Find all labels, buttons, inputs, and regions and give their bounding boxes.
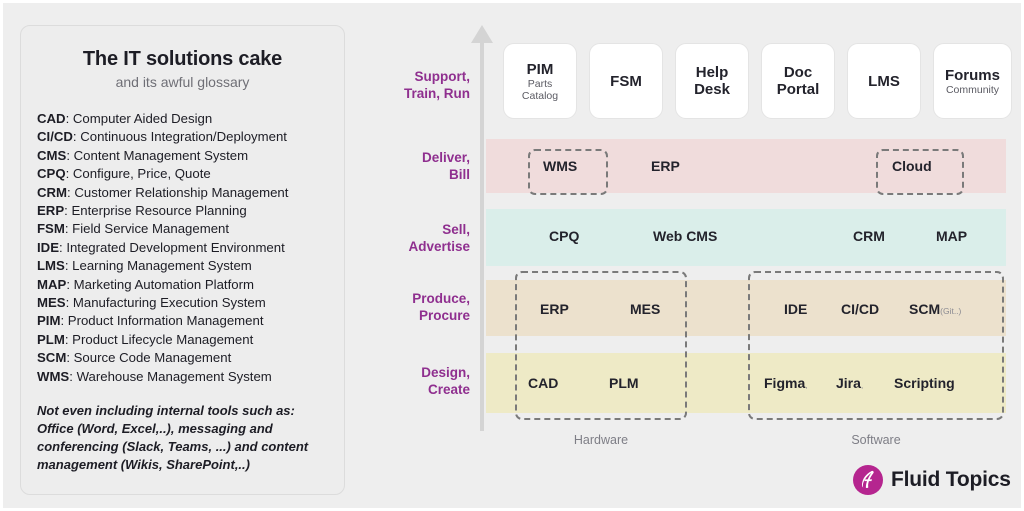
glossary-def: Customer Relationship Management [74, 184, 289, 200]
item-scm: SCM(Git..) [909, 301, 962, 317]
glossary-def: Source Code Management [73, 350, 232, 366]
dashed-box-software [748, 271, 1004, 420]
stage-label-deliver: Deliver, Bill [421, 150, 470, 182]
glossary-note: Not even including internal tools such a… [37, 403, 309, 473]
brand-name: Fluid Topics [891, 468, 1011, 491]
caption-software: Software [851, 433, 901, 447]
item-plm: PLM [609, 375, 639, 391]
item-map: MAP [936, 228, 968, 244]
glossary-subtitle: and its awful glossary [115, 74, 250, 90]
item-scripting: Scripting [894, 375, 955, 391]
item-web-cms: Web CMS [653, 228, 718, 244]
item-wms: WMS [543, 158, 578, 174]
item-cloud: Cloud [892, 158, 932, 174]
glossary-entry: PLM: Product Lifecycle Management [37, 331, 254, 347]
glossary-abbr: MAP [37, 276, 67, 292]
dashed-box-cloud [876, 149, 964, 195]
card-help-desk[interactable]: Help Desk [675, 43, 749, 119]
glossary-list: CAD: Computer Aided Design CI/CD: Contin… [37, 110, 344, 386]
stage-label-design: Design, Create [421, 365, 470, 397]
glossary-def: Configure, Price, Quote [72, 166, 211, 182]
glossary-abbr: PIM [37, 313, 61, 329]
glossary-abbr: WMS [37, 368, 70, 384]
stage-label-produce: Produce, Procure [412, 291, 470, 323]
glossary-def: Product Lifecycle Management [72, 331, 254, 347]
card-lms[interactable]: LMS [847, 43, 921, 119]
glossary-entry: SCM: Source Code Management [37, 350, 232, 366]
glossary-def: Manufacturing Execution System [72, 295, 266, 311]
glossary-entry: CRM: Customer Relationship Management [37, 184, 289, 200]
it-solutions-cake-chart: Support, Train, Run Deliver, Bill Sell, … [358, 13, 1018, 505]
band-design [486, 353, 1006, 413]
item-erp-deliver: ERP [651, 158, 680, 174]
glossary-entry: WMS: Warehouse Management System [37, 368, 272, 384]
card-doc-portal[interactable]: Doc Portal [761, 43, 835, 119]
item-mes: MES [630, 301, 661, 317]
glossary-abbr: SCM [37, 350, 67, 366]
band-produce [486, 280, 1006, 336]
brand-logo: Fluid Topics [853, 465, 1011, 495]
glossary-abbr: CMS [37, 147, 67, 163]
glossary-def: Content Management System [73, 147, 249, 163]
glossary-def: Continuous Integration/Deployment [80, 129, 287, 145]
glossary-abbr: CI/CD [37, 129, 73, 145]
glossary-entry: CI/CD: Continuous Integration/Deployment [37, 129, 287, 145]
card-forums[interactable]: Forums Community [933, 43, 1012, 119]
item-ide: IDE [784, 301, 808, 317]
glossary-def: Marketing Automation Platform [73, 276, 254, 292]
glossary-abbr: ERP [37, 203, 65, 219]
glossary-abbr: FSM [37, 221, 65, 237]
dashed-box-hardware [515, 271, 687, 420]
glossary-entry: MAP: Marketing Automation Platform [37, 276, 254, 292]
glossary-def: Integrated Development Environment [66, 239, 285, 255]
glossary-abbr: LMS [37, 258, 65, 274]
glossary-abbr: CPQ [37, 166, 66, 182]
glossary-def: Computer Aided Design [72, 111, 213, 126]
glossary-abbr: MES [37, 295, 66, 311]
band-deliver [486, 139, 1006, 193]
glossary-def: Learning Management System [72, 258, 252, 274]
glossary-abbr: IDE [37, 239, 59, 255]
item-crm: CRM [853, 228, 885, 244]
glossary-def: Enterprise Resource Planning [71, 203, 247, 219]
stage-label-support: Support, Train, Run [403, 69, 470, 101]
caption-hardware: Hardware [573, 433, 629, 447]
glossary-entry: IDE: Integrated Development Environment [37, 239, 285, 255]
glossary-entry: CAD: Computer Aided Design [37, 111, 213, 126]
glossary-entry: LMS: Learning Management System [37, 258, 252, 274]
glossary-entry: CMS: Content Management System [37, 147, 249, 163]
item-erp-produce: ERP [540, 301, 569, 317]
glossary-title: The IT solutions cake [82, 48, 283, 70]
item-figma: Figma, [764, 375, 808, 391]
glossary-entry: FSM: Field Service Management [37, 221, 230, 237]
card-fsm[interactable]: FSM [589, 43, 663, 119]
glossary-abbr: CAD [37, 111, 66, 126]
item-cpq: CPQ [549, 228, 580, 244]
fluid-topics-logo-icon [853, 465, 883, 495]
glossary-panel: The IT solutions cake and its awful glos… [20, 25, 345, 495]
glossary-def: Product Information Management [67, 313, 264, 329]
item-cad: CAD [528, 375, 559, 391]
axis-arrow-icon [471, 25, 493, 43]
item-jira: Jira, [836, 375, 864, 391]
item-cicd: CI/CD [841, 301, 880, 317]
glossary-def: Field Service Management [72, 221, 230, 237]
card-pim[interactable]: PIM Parts Catalog [503, 43, 577, 119]
glossary-entry: CPQ: Configure, Price, Quote [37, 166, 211, 182]
glossary-def: Warehouse Management System [76, 368, 272, 384]
axis-line [480, 41, 484, 431]
glossary-entry: MES: Manufacturing Execution System [37, 295, 266, 311]
dashed-box-wms [528, 149, 608, 195]
stage-label-sell: Sell, Advertise [408, 222, 470, 254]
glossary-abbr: CRM [37, 184, 68, 200]
glossary-entry: PIM: Product Information Management [37, 313, 264, 329]
band-sell [486, 209, 1006, 266]
glossary-abbr: PLM [37, 331, 65, 347]
glossary-entry: ERP: Enterprise Resource Planning [37, 203, 247, 219]
